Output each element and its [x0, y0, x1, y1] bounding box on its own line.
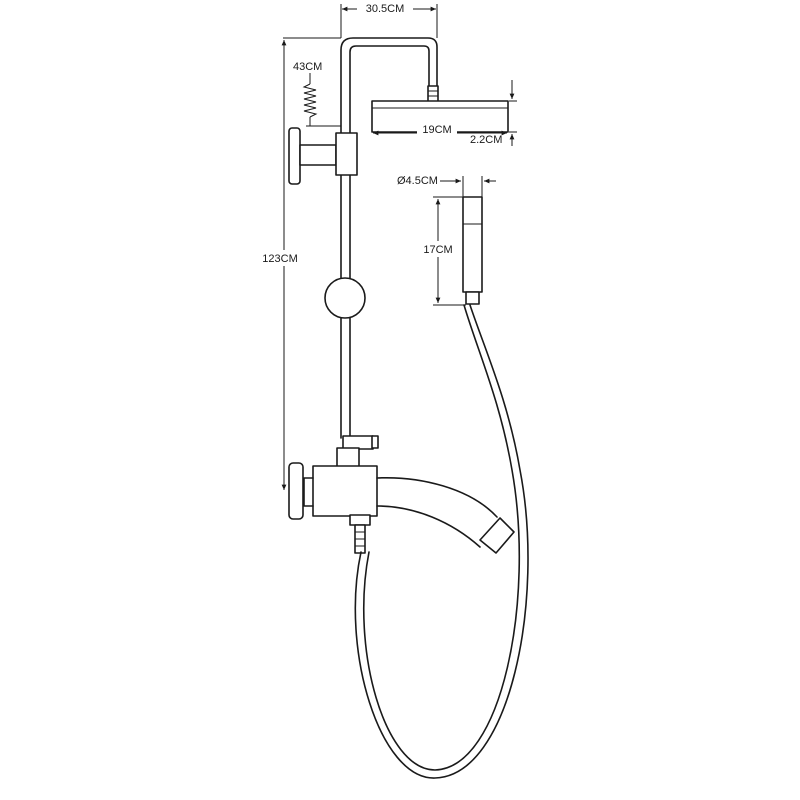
- label-head-thickness: 2.2CM: [470, 134, 502, 146]
- label-total-height: 123CM: [262, 253, 297, 265]
- dim-handle-diameter: Ø4.5CM: [397, 175, 496, 197]
- dim-head-thickness: 2.2CM: [470, 80, 517, 146]
- bath-spout: [376, 476, 515, 554]
- upper-wall-bracket: [288, 127, 358, 185]
- label-slide-height: 43CM: [293, 61, 322, 73]
- shower-hose: [354, 304, 529, 779]
- riser-pipe: [340, 37, 438, 439]
- label-handle-diameter: Ø4.5CM: [397, 175, 438, 187]
- label-arm-width: 30.5CM: [366, 3, 405, 15]
- dim-slide-height: 43CM: [293, 61, 341, 127]
- dim-arm-width: 30.5CM: [340, 1, 438, 38]
- dim-head-diameter: 19CM: [373, 122, 507, 136]
- mixer-valve: [288, 435, 379, 554]
- label-head-diameter: 19CM: [422, 124, 451, 136]
- hand-shower: [462, 196, 483, 305]
- shower-head-connector: [427, 85, 439, 103]
- label-handle-length: 17CM: [423, 244, 452, 256]
- dim-handle-length: 17CM: [420, 196, 466, 306]
- dim-total-height: 123CM: [252, 37, 341, 490]
- slide-ball-holder: [324, 277, 366, 319]
